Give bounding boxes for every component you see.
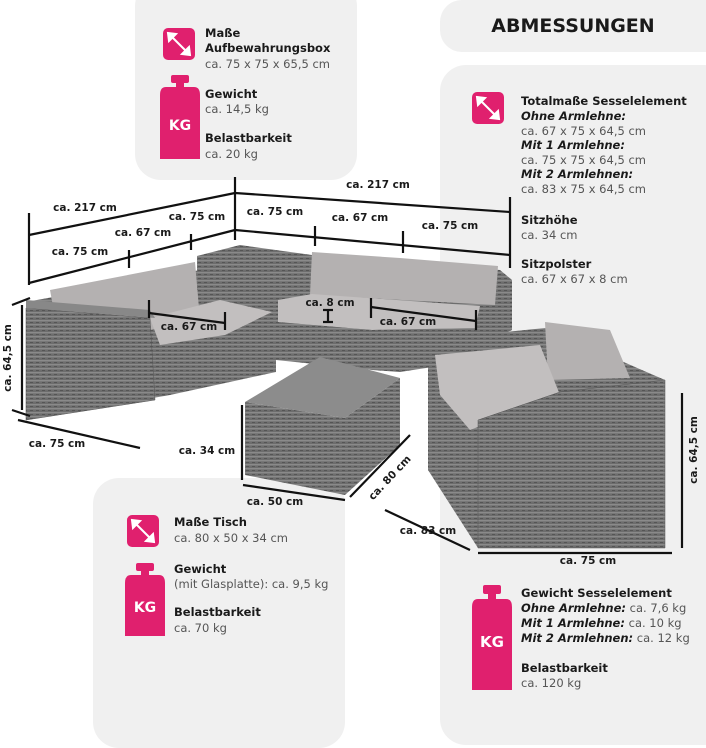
cushion-value: ca. 67 x 67 x 8 cm [521,272,628,286]
title-panel [440,0,706,52]
variant-value: ca. 75 x 75 x 64,5 cm [521,153,646,167]
variant-label: Ohne Armlehne: [521,109,627,123]
dim-right-end: ca. 75 cm [421,220,479,232]
dim-chair-width: ca. 83 cm [399,525,457,537]
resize-arrow-icon [127,515,159,547]
seat-weight-row: Mit 2 Armlehnen: ca. 12 kg [521,631,690,646]
table-weight-label: Gewicht [174,562,227,576]
table-dims: ca. 80 x 50 x 34 cm [174,531,288,545]
dim-cushion-left: ca. 67 cm [160,321,218,333]
dim-right-total: ca. 217 cm [346,179,410,191]
dim-left-end: ca. 75 cm [51,246,109,258]
dim-left-corner: ca. 75 cm [168,211,226,223]
dim-right-middle: ca. 67 cm [331,212,389,224]
variant-label: Mit 2 Armlehnen: [521,167,634,181]
dim-depth-left: ca. 75 cm [28,438,86,450]
table-load-value: ca. 70 kg [174,621,227,635]
seat-weight-row-label: Mit 1 Armlehne: [521,616,625,630]
weight-kg-icon: KG [160,75,200,159]
dim-height-right: ca. 64,5 cm [688,416,700,484]
furniture-illustration [11,177,684,555]
right-sofa [276,252,512,372]
dim-right-corner: ca. 75 cm [246,206,304,218]
seat-height-value: ca. 34 cm [521,228,578,242]
seat-load-value: ca. 120 kg [521,676,582,690]
weight-kg-icon: KG [472,585,512,690]
seat-weight-row-label: Ohne Armlehne: [521,601,627,615]
coffee-table [245,357,400,495]
storage-box-weight-value: ca. 14,5 kg [205,102,269,116]
dim-left-total: ca. 217 cm [53,202,117,214]
variant-label: Mit 1 Armlehne: [521,138,625,152]
dim-left-middle: ca. 67 cm [114,227,172,239]
storage-box-heading-2: Aufbewahrungsbox [205,41,331,55]
dim-table-height: ca. 34 cm [178,445,236,457]
dim-cushion-right: ca. 67 cm [379,316,437,328]
svg-text:KG: KG [480,633,504,651]
dimension-lines [11,177,684,555]
seat-weight-row-value: ca. 10 kg [624,616,682,630]
table-heading: Maße Tisch [174,515,247,529]
table-load-label: Belastbarkeit [174,605,261,619]
dim-height-left: ca. 64,5 cm [2,324,14,392]
seat-weight-row-value: ca. 12 kg [633,631,690,645]
seat-height-label: Sitzhöhe [521,213,578,227]
storage-box-load-label: Belastbarkeit [205,131,292,145]
seat-weight-row: Mit 1 Armlehne: ca. 10 kg [521,616,682,631]
variant-value: ca. 83 x 75 x 64,5 cm [521,182,646,196]
seat-weight-heading: Gewicht Sesselelement [521,586,672,600]
seat-weight-row-label: Mit 2 Armlehnen: [521,631,634,645]
armchair [428,322,666,549]
resize-arrow-icon [472,92,504,124]
left-sofa [25,262,276,421]
seat-element-heading: Totalmaße Sesselelement [521,94,687,108]
storage-box-dims: ca. 75 x 75 x 65,5 cm [205,57,330,71]
storage-box-weight-label: Gewicht [205,87,258,101]
seat-load-label: Belastbarkeit [521,661,608,675]
storage-box-load-value: ca. 20 kg [205,147,258,161]
dim-cushion-thickness: ca. 8 cm [305,297,355,309]
dim-table-width: ca. 50 cm [246,496,304,508]
cushion-label: Sitzpolster [521,257,592,271]
page-title: ABMESSUNGEN [491,15,655,37]
table-weight-value: (mit Glasplatte): ca. 9,5 kg [174,577,329,591]
seat-weight-row-value: ca. 7,6 kg [626,601,687,615]
dim-chair-depth: ca. 75 cm [559,555,617,567]
svg-text:KG: KG [134,600,156,616]
seat-weight-row: Ohne Armlehne: ca. 7,6 kg [521,601,686,616]
weight-kg-icon: KG [125,563,165,636]
storage-box-heading-1: Maße [205,26,241,40]
svg-text:KG: KG [169,118,191,134]
resize-arrow-icon [163,28,195,60]
variant-value: ca. 67 x 75 x 64,5 cm [521,124,646,138]
